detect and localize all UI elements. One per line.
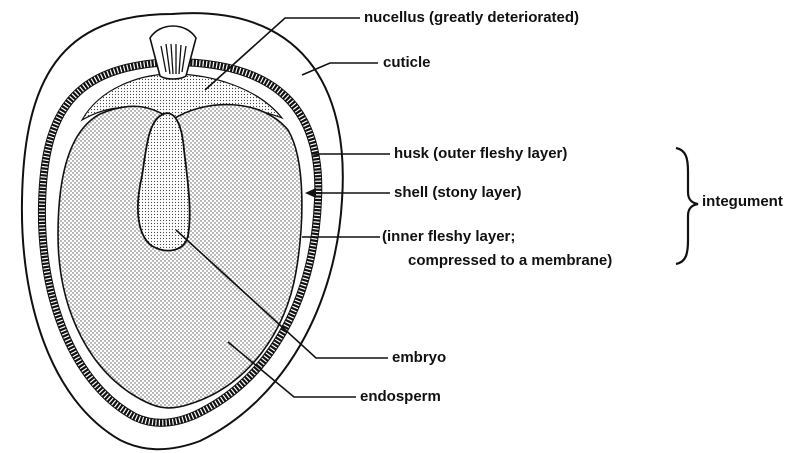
label-endosperm: endosperm xyxy=(360,389,441,405)
label-husk: husk (outer fleshy layer) xyxy=(394,146,567,162)
label-inner-fleshy-layer: (inner fleshy layer; xyxy=(382,229,515,245)
label-integument: integument xyxy=(702,194,783,210)
integument-brace xyxy=(676,148,698,264)
label-embryo: embryo xyxy=(392,350,446,366)
label-cuticle: cuticle xyxy=(383,55,431,71)
label-compressed-membrane: compressed to a membrane) xyxy=(408,253,612,269)
label-nucellus: nucellus (greatly deteriorated) xyxy=(364,10,579,26)
label-shell: shell (stony layer) xyxy=(394,185,522,201)
